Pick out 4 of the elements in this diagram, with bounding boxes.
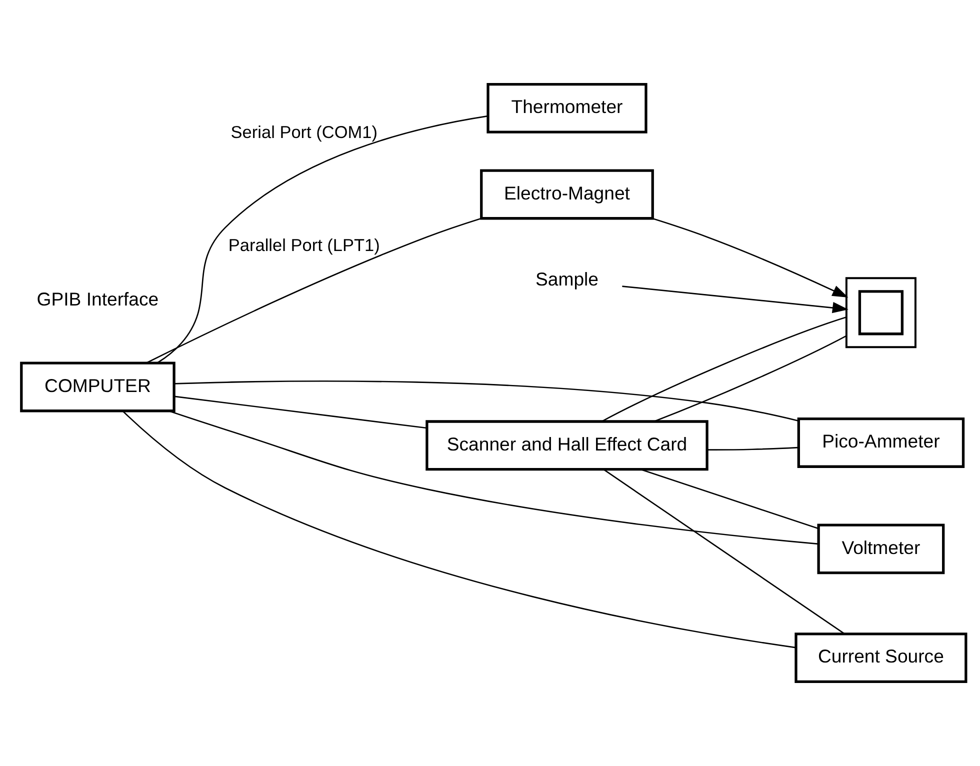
- node-text: Sample: [535, 268, 598, 290]
- edge-label: Serial Port (COM1): [230, 122, 378, 142]
- edge-label: Parallel Port (LPT1): [228, 234, 380, 255]
- label: GPIB Interface: [36, 288, 159, 310]
